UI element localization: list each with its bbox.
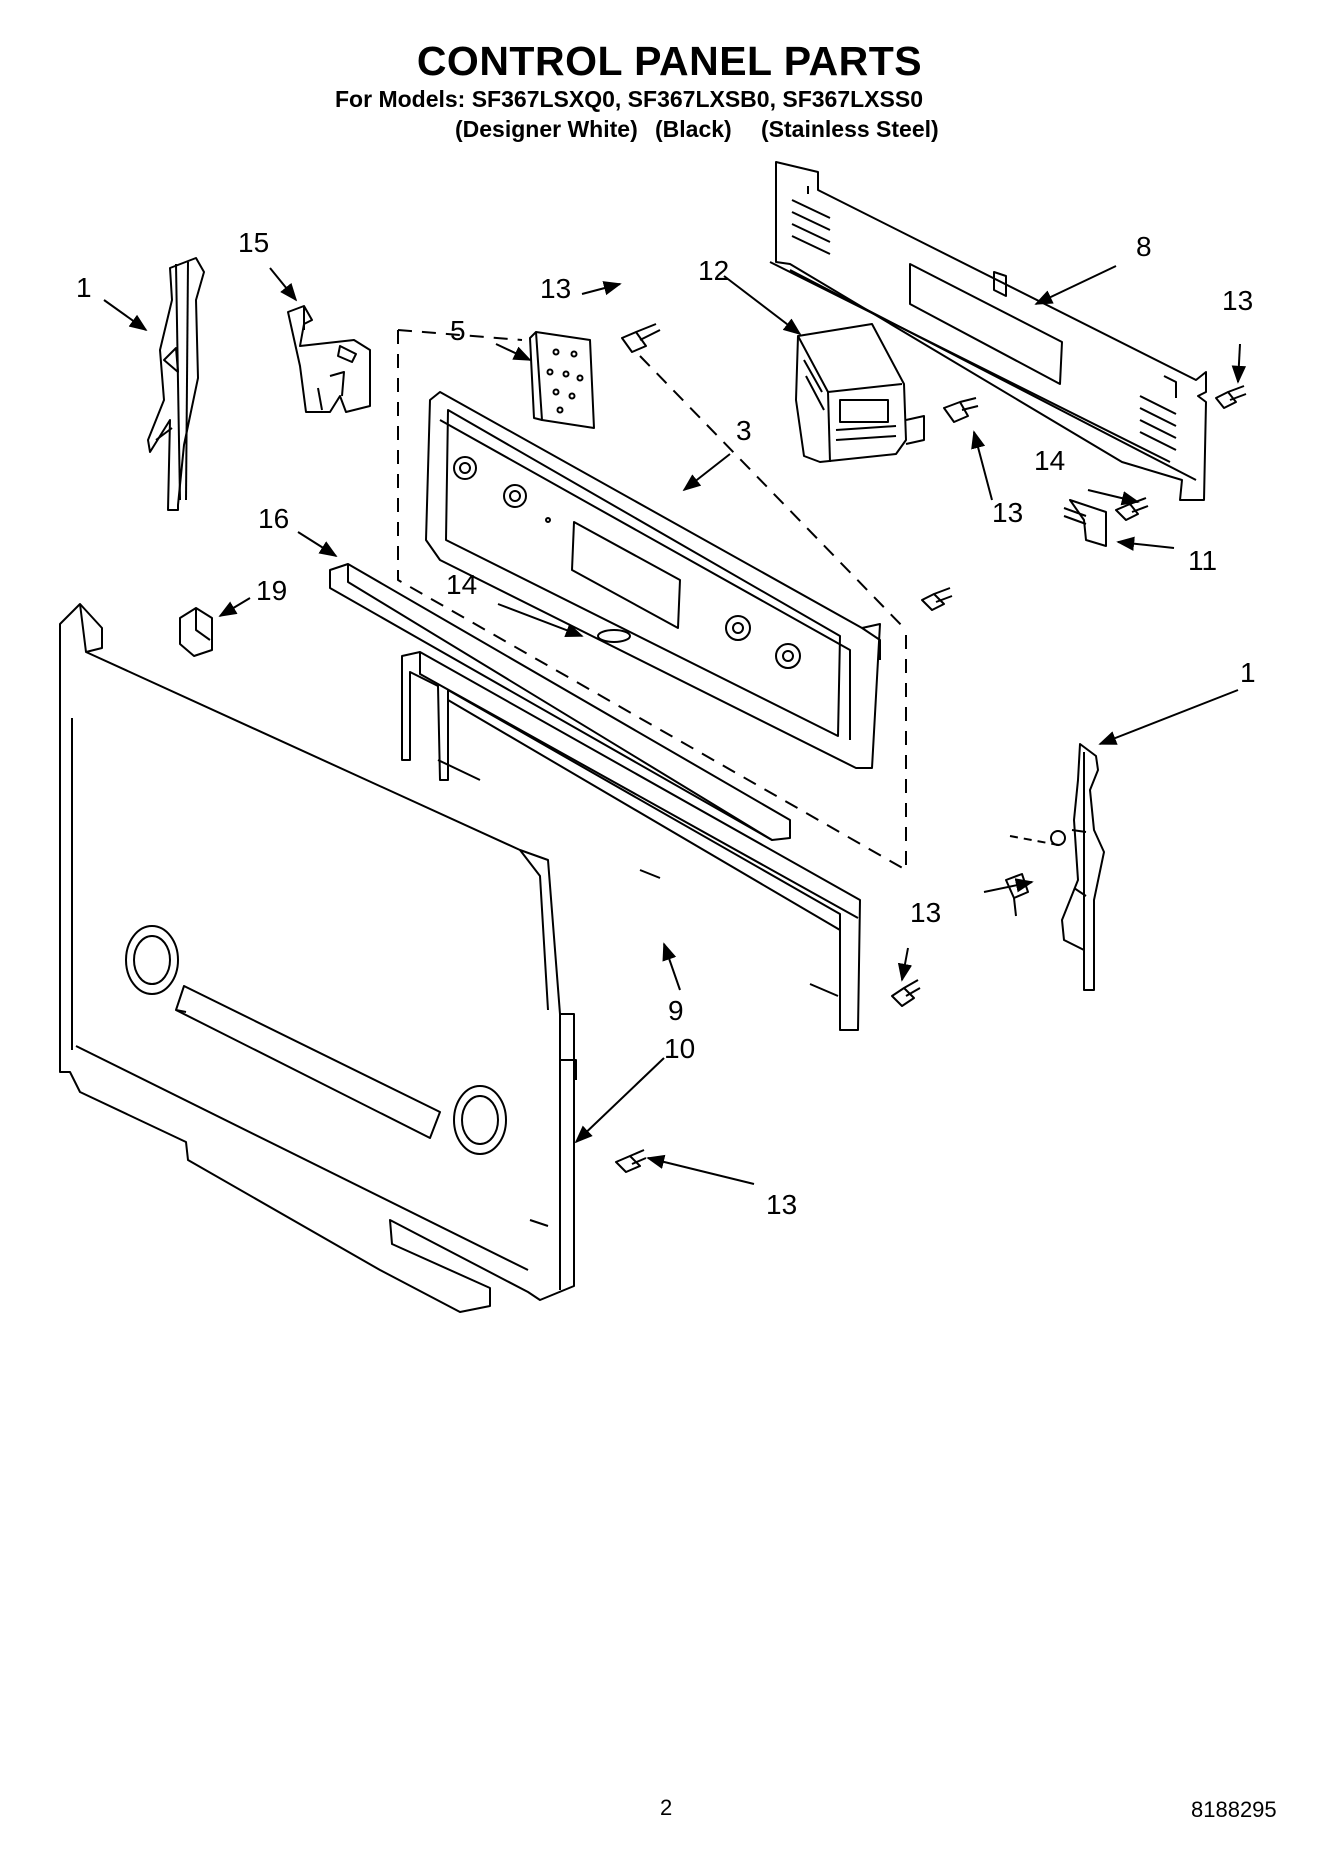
part-circuit-plate [529,331,595,429]
callout-15: 15 [238,227,269,258]
variant-designer-white: (Designer White) [455,116,638,142]
part-console [425,391,881,769]
part-side-panel [59,603,577,1313]
page-title: CONTROL PANEL PARTS [416,38,923,84]
callout-8: 8 [1136,231,1152,262]
callout-labels: 1 15 13 5 12 8 13 3 13 14 11 16 19 14 1 … [76,227,1256,1220]
callout-10: 10 [664,1033,695,1064]
screws [615,323,1247,1173]
callout-3: 3 [736,415,752,446]
callout-9: 9 [668,995,684,1026]
callout-1-right: 1 [1240,657,1256,688]
part-end-cap-right [1009,743,1105,991]
callout-12: 12 [698,255,729,286]
part-front-frame [401,651,861,1031]
callout-leaders [103,265,1247,1185]
callout-13-right: 13 [1222,285,1253,316]
document-number: 8188295 [1191,1797,1277,1822]
variant-black: (Black) [655,116,732,142]
callout-14-right: 14 [1034,445,1065,476]
callout-16: 16 [258,503,289,534]
callout-14-center: 14 [446,569,477,600]
part-rear-panel [769,161,1207,501]
callout-11: 11 [1188,545,1217,576]
part-tab [1063,499,1107,547]
callout-13-top: 13 [540,273,571,304]
part-trim-strip [329,563,791,841]
callout-13-right-lower: 13 [910,897,941,928]
callout-13-mid: 13 [992,497,1023,528]
part-end-cap-left [147,257,205,511]
explosion-guide-box [397,329,907,871]
variant-stainless-steel: (Stainless Steel) [761,116,939,142]
callout-1-left: 1 [76,272,92,303]
models-line: For Models: SF367LSXQ0, SF367LXSB0, SF36… [335,86,923,112]
callout-13-bottom: 13 [766,1189,797,1220]
page-number: 2 [660,1795,673,1820]
part-bracket [287,305,371,413]
callout-5: 5 [450,315,466,346]
part-electronic-control [795,323,925,463]
callout-19: 19 [256,575,287,606]
part-clip [179,607,213,657]
